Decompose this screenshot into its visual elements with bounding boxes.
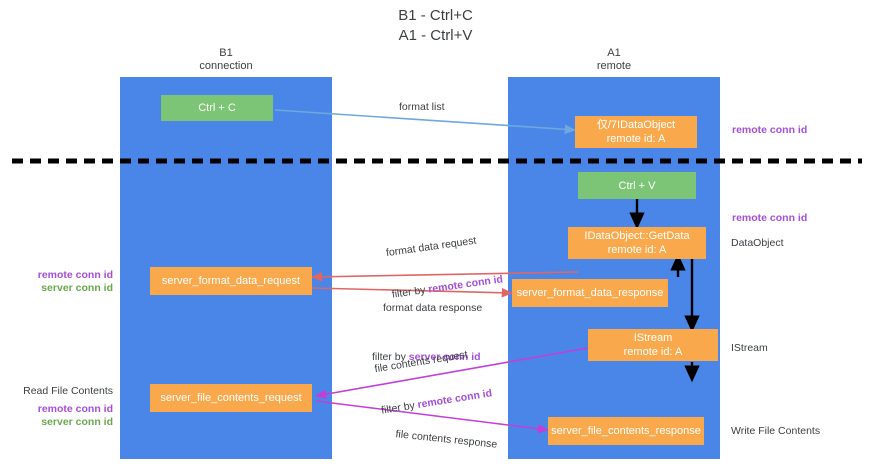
caption-format-data-response-line1: format data response <box>383 302 483 314</box>
annotation-right-istream: IStream <box>731 342 768 354</box>
caption-format-data-request-line1: format data request <box>385 234 478 260</box>
node-idataobject-remote[interactable]: 仅/7IDataObject remote id: A <box>575 116 697 148</box>
diagram-title: B1 - Ctrl+C A1 - Ctrl+V <box>398 7 473 44</box>
annotation-left-remote-conn-id-bottom: remote conn id <box>37 403 113 415</box>
caption-filter-prefix: filter by <box>372 351 409 363</box>
caption-file-contents-response-line1: file contents response <box>394 428 498 451</box>
node-server-format-data-request[interactable]: server_format_data_request <box>150 267 312 295</box>
lane-header-b1: B1 connection <box>199 47 253 72</box>
annotation-left-server-conn-id-mid: server conn id <box>41 282 113 294</box>
annotation-left-server-conn-id-bottom: server conn id <box>41 416 113 428</box>
node-ctrl-v[interactable]: Ctrl + V <box>578 172 696 199</box>
caption-file-contents-response: file contents response filter by server … <box>387 399 501 467</box>
annotation-left-remote-conn-id-mid: remote conn id <box>37 269 113 281</box>
annotation-right-remote-conn-id-top: remote conn id <box>732 124 808 136</box>
node-server-file-contents-request[interactable]: server_file_contents_request <box>150 384 312 412</box>
node-idataobject-getdata[interactable]: IDataObject::GetData remote id: A <box>568 227 706 259</box>
node-server-file-contents-response[interactable]: server_file_contents_response <box>548 417 704 445</box>
caption-filter-key-server-conn-id: server conn id <box>408 351 481 363</box>
node-istream[interactable]: IStream remote id: A <box>588 329 718 361</box>
annotation-left-read-file-contents: Read File Contents <box>23 385 113 397</box>
caption-format-data-response: format data response filter by server co… <box>372 273 483 392</box>
annotation-right-remote-conn-id-mid: remote conn id <box>732 212 808 224</box>
annotation-right-write-file-contents: Write File Contents <box>731 425 821 437</box>
caption-format-data-response-line2: filter by server conn id <box>372 350 482 364</box>
annotation-right-dataobject: DataObject <box>731 237 784 249</box>
caption-file-contents-request-line1: file contents request <box>373 348 469 376</box>
node-server-format-data-response[interactable]: server_format_data_response <box>512 279 668 307</box>
lane-header-a1: A1 remote <box>596 47 632 72</box>
caption-format-list: format list <box>399 101 445 113</box>
node-ctrl-c[interactable]: Ctrl + C <box>161 95 273 121</box>
